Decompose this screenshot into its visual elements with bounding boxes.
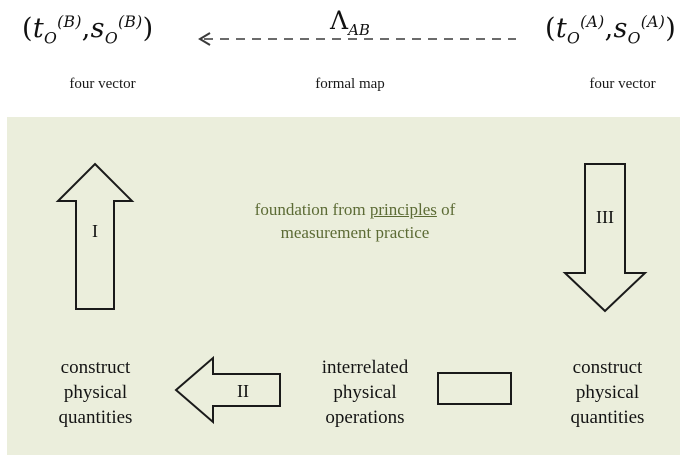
dashed-arrow-head bbox=[198, 32, 211, 46]
bottom-right-line-2: physical bbox=[575, 382, 640, 404]
s-superscript: (A) bbox=[640, 12, 666, 31]
bottom-center-line-3: operations bbox=[325, 407, 405, 429]
foundation-note-line1: foundation from principles of bbox=[255, 200, 456, 219]
bottom-center-line-1: interrelated bbox=[321, 357, 409, 378]
foundation-note: foundation from principles of measuremen… bbox=[212, 198, 498, 245]
formal-map-arrow bbox=[196, 28, 520, 50]
bottom-left-line-2: physical bbox=[63, 382, 128, 404]
arrow-ii-label: II bbox=[237, 381, 249, 401]
principles-underlined: principles bbox=[369, 200, 437, 219]
lambda-subscript: AB bbox=[348, 21, 370, 39]
bottom-right-block: construct physical quantities bbox=[535, 355, 680, 430]
bottom-right-line-1: construct bbox=[572, 357, 643, 378]
bottom-left-block: construct physical quantities bbox=[18, 355, 173, 430]
t-subscript: O bbox=[44, 28, 58, 48]
arrow-iii-down bbox=[555, 160, 655, 315]
bottom-center-block: interrelated physical operations bbox=[300, 355, 430, 430]
arrow-i-svg bbox=[55, 162, 135, 310]
arrow-i-up bbox=[54, 160, 136, 313]
bottom-center-line-2: physical bbox=[333, 382, 397, 404]
bottom-left-line-3: quantities bbox=[58, 407, 133, 429]
arrow-iii-svg bbox=[562, 163, 648, 313]
s-symbol: s bbox=[90, 13, 105, 44]
arrow-iii-shape bbox=[562, 163, 648, 313]
s-symbol: s bbox=[613, 13, 628, 44]
t-symbol: t bbox=[32, 13, 44, 44]
four-vector-b-formula: (tO(B),sO(B)) bbox=[22, 12, 153, 47]
comma: , bbox=[604, 13, 614, 44]
bottom-right-line-3: quantities bbox=[570, 407, 645, 429]
arrow-i-shape bbox=[55, 162, 135, 310]
arrow-i-label: I bbox=[92, 221, 98, 241]
four-vector-b-caption: four vector bbox=[69, 76, 136, 92]
lambda-glyph: Λ bbox=[330, 6, 349, 35]
s-subscript: O bbox=[104, 28, 118, 48]
paren-close: ) bbox=[665, 13, 677, 44]
note-text-before: foundation from bbox=[254, 200, 370, 219]
arrow-iii-label: III bbox=[596, 207, 614, 227]
dashed-arrow-svg bbox=[198, 32, 516, 46]
t-superscript: (A) bbox=[580, 12, 605, 31]
note-text-after: of bbox=[436, 200, 456, 219]
paren-open: ( bbox=[545, 13, 556, 44]
empty-box[interactable] bbox=[437, 372, 512, 405]
t-subscript: O bbox=[567, 28, 581, 48]
arrow-ii-left bbox=[172, 354, 284, 426]
arrow-ii-svg bbox=[174, 355, 281, 425]
foundation-note-line2: measurement practice bbox=[280, 223, 430, 243]
comma: , bbox=[81, 13, 91, 44]
lambda-map-symbol: ΛAB bbox=[0, 6, 700, 39]
t-superscript: (B) bbox=[57, 12, 82, 31]
formal-map-caption: formal map bbox=[315, 76, 385, 92]
bottom-left-line-1: construct bbox=[60, 357, 131, 378]
green-panel bbox=[7, 117, 680, 455]
paren-open: ( bbox=[22, 13, 33, 44]
t-symbol: t bbox=[555, 13, 567, 44]
paren-close: ) bbox=[142, 13, 154, 44]
four-vector-a-formula: (tO(A),sO(A)) bbox=[545, 12, 676, 47]
four-vector-a-caption: four vector bbox=[589, 76, 656, 92]
arrow-ii-shape bbox=[174, 355, 281, 425]
s-superscript: (B) bbox=[117, 12, 143, 31]
s-subscript: O bbox=[627, 28, 641, 48]
